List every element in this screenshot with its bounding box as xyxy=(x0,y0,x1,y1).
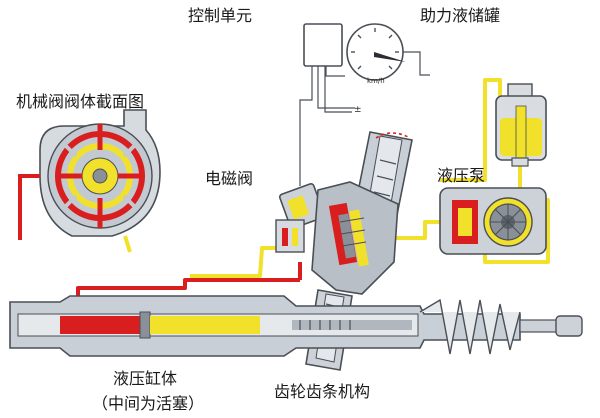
solenoid-valve xyxy=(275,182,326,253)
label-pump: 液压泵 xyxy=(437,166,486,185)
ground-lead xyxy=(324,66,352,113)
rack-housing xyxy=(9,295,521,357)
cylinder-high-line xyxy=(76,278,300,300)
label-reservoir: 助力液储罐 xyxy=(420,6,501,25)
label-valve-section: 机械阀阀体截面图 xyxy=(16,92,145,111)
control-unit-wire-1 xyxy=(299,66,313,186)
ground-symbol: ± xyxy=(354,105,362,115)
speedometer-unit: km/h xyxy=(367,77,385,85)
valve-housing xyxy=(311,181,399,295)
reservoir-tank xyxy=(495,83,547,167)
speedometer xyxy=(346,23,430,81)
control-unit-wire-3 xyxy=(325,66,345,77)
control-unit-wire-2 xyxy=(317,66,355,109)
label-control-unit: 控制单元 xyxy=(188,6,253,25)
speedometer-wire xyxy=(403,51,430,76)
hydraulic-pump xyxy=(439,187,547,255)
speedometer-needle xyxy=(374,52,406,62)
reservoir-return-line xyxy=(440,78,502,182)
label-cylinder-sub: （中间为活塞） xyxy=(92,394,205,413)
label-rack-pinion: 齿轮齿条机构 xyxy=(274,382,371,401)
label-cylinder: 液压缸体 xyxy=(113,369,178,388)
control-unit-box xyxy=(299,23,355,186)
boot-bellows xyxy=(419,298,583,355)
label-solenoid-valve: 电磁阀 xyxy=(205,169,254,188)
piston xyxy=(139,311,151,339)
valve-cross-section xyxy=(18,109,161,253)
